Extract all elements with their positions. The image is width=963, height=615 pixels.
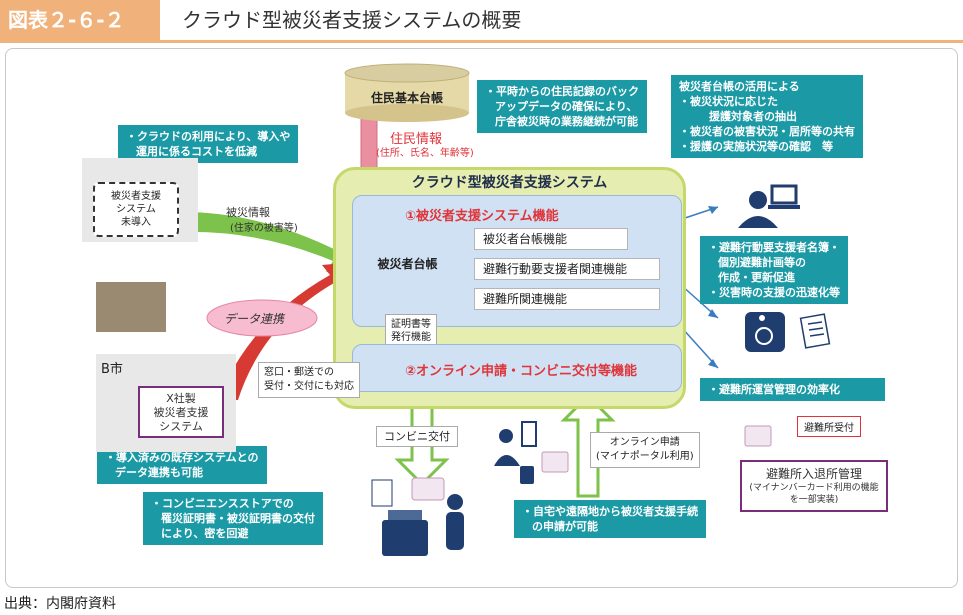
function-ledger: 被災者台帳機能 (474, 228, 628, 250)
shelter-reception-label: 避難所受付 (797, 416, 861, 437)
disaster-info-detail: (住家の被害等) (230, 223, 298, 234)
counter-note-line-2: 受付・交付にも対応 (264, 381, 354, 392)
damaged-house-photo (96, 282, 166, 332)
ledger-db-label: 被災者台帳 (377, 257, 438, 271)
callout-ledger-line-4: ・被災者の被害状況・居所等の共有 (679, 125, 855, 138)
callout-existing: ・導入済みの既存システムとの データ連携も可能 (97, 446, 267, 484)
online-apply-label: オンライン申請 (マイナポータル利用) (590, 432, 700, 468)
wheelchair-icon (745, 312, 785, 352)
resident-info-label: 住民情報 (390, 132, 443, 147)
x-system-line-1: X社製 (166, 392, 196, 405)
section1-title: ①被災者支援システム機能 (405, 209, 559, 224)
resident-db-icon (344, 63, 470, 122)
callout-shelter-line-1: ・避難所運営管理の効率化 (708, 383, 840, 396)
counter-note-line-1: 窓口・郵送での (264, 367, 334, 378)
not-introduced-line-1: 被災者支援 (111, 191, 161, 202)
source-note: 出典：内閣府資料 (4, 596, 116, 612)
arrowhead-3 (708, 359, 718, 368)
function-shelter: 避難所関連機能 (474, 288, 660, 310)
callout-backup-line-1: ・平時からの住民記録のバック (485, 85, 639, 98)
konbini-issue-label: コンビニ交付 (376, 426, 458, 447)
callout-cost-line-2: 運用に係るコストを低減 (136, 145, 257, 158)
online-apply-line-2: (マイナポータル利用) (596, 451, 694, 462)
online-konbini-panel (352, 344, 682, 392)
callout-remote-line-1: ・自宅や遠隔地から被災者支援手続 (522, 505, 698, 518)
mynumber-card-icon-3 (744, 425, 772, 447)
callout-ledger-line-3: 援護対象者の抽出 (709, 110, 797, 123)
figure-tag: 図表２-６-２ (0, 0, 160, 40)
section2-title: ②オンライン申請・コンビニ交付等機能 (405, 364, 638, 379)
document-icon (799, 313, 831, 349)
callout-evac-line-4: ・災害時の支援の迅速化等 (708, 286, 840, 299)
header-divider (0, 40, 963, 43)
shelter-mgmt-note-1: (マイナンバーカード利用の機能 (749, 483, 879, 493)
not-introduced-box: 被災者支援 システム 未導入 (93, 182, 179, 237)
callout-backup: ・平時からの住民記録のバック アップデータの確保により、 庁舎被災時の業務継続が… (477, 80, 647, 133)
callout-ledger-line-5: ・援護の実施状況等の確認 等 (679, 140, 833, 153)
callout-backup-line-2: アップデータの確保により、 (495, 100, 638, 113)
pc-user-icon (494, 421, 537, 484)
x-system-box: X社製 被災者支援 システム (138, 386, 224, 438)
callout-remote-line-2: の申請が可能 (532, 520, 598, 533)
cloud-system-title: クラウド型被災者支援システム (411, 175, 608, 191)
x-system-line-3: システム (159, 420, 203, 433)
callout-existing-line-1: ・導入済みの既存システムとの (105, 451, 259, 464)
disaster-info-label: 被災情報 (226, 206, 270, 219)
cert-function-box: 証明書等 発行機能 (385, 314, 437, 348)
copier-icon (371, 479, 428, 556)
page-title: クラウド型被災者支援システムの概要 (182, 8, 522, 32)
callout-cost: ・クラウドの利用により、導入や 運用に係るコストを低減 (118, 125, 299, 163)
shelter-mgmt-note-2: を一部実装) (789, 495, 839, 505)
callout-evac-line-3: 作成・更新促進 (718, 271, 795, 284)
cert-func-line-2: 発行機能 (391, 332, 431, 343)
callout-evac-line-1: ・避難行動要支援者名簿・ (708, 241, 840, 254)
callout-shelter: ・避難所運営管理の効率化 (700, 378, 885, 401)
callout-konbini-line-3: により、密を回避 (161, 527, 249, 540)
cert-func-line-1: 証明書等 (391, 319, 431, 330)
callout-ledger-use: 被災者台帳の活用による ・被災状況に応じた 援護対象者の抽出 ・被災者の被害状況… (671, 75, 863, 158)
disaster-info-arrow (183, 212, 358, 272)
callout-konbini-line-1: ・コンビニエンスストアでの (151, 497, 294, 510)
callout-existing-line-2: データ連携も可能 (115, 466, 203, 479)
arrowhead-2 (708, 309, 718, 318)
function-evac-support: 避難行動要支援者関連機能 (474, 258, 660, 280)
callout-konbini-line-2: 罹災証明書・被災証明書の交付 (161, 512, 315, 525)
callout-evac-support: ・避難行動要支援者名簿・ 個別避難計画等の 作成・更新促進 ・災害時の支援の迅速… (700, 236, 848, 304)
callout-ledger-line-1: 被災者台帳の活用による (679, 80, 800, 93)
data-link-cloud (206, 299, 318, 337)
x-system-line-2: 被災者支援 (153, 406, 209, 419)
resident-db-label: 住民基本台帳 (370, 91, 443, 105)
mynumber-card-icon (411, 477, 445, 501)
person-icon (446, 494, 464, 550)
callout-backup-line-3: 庁舎被災時の業務継続が可能 (495, 115, 638, 128)
counter-note: 窓口・郵送での 受付・交付にも対応 (258, 362, 360, 398)
online-apply-line-1: オンライン申請 (609, 437, 680, 448)
resident-info-detail: (住所、氏名、年齢等) (376, 148, 474, 159)
shelter-mgmt-title: 避難所入退所管理 (765, 467, 862, 481)
data-link-label: データ連携 (224, 312, 285, 326)
callout-konbini: ・コンビニエンスストアでの 罹災証明書・被災証明書の交付 により、密を回避 (143, 492, 323, 545)
callout-cost-line-1: ・クラウドの利用により、導入や (126, 130, 291, 143)
user-laptop-icon (738, 184, 800, 228)
callout-remote-apply: ・自宅や遠隔地から被災者支援手続 の申請が可能 (514, 500, 706, 538)
callout-ledger-line-2: ・被災状況に応じた (679, 95, 778, 108)
mynumber-card-icon-2 (541, 451, 569, 473)
not-introduced-line-2: システム (116, 204, 156, 215)
callout-evac-line-2: 個別避難計画等の (718, 256, 806, 269)
not-introduced-line-3: 未導入 (121, 217, 151, 228)
shelter-mgmt-box: 避難所入退所管理 (マイナンバーカード利用の機能 を一部実装) (740, 460, 888, 512)
arrowhead-1 (708, 206, 718, 214)
city-b-label: B市 (101, 362, 123, 377)
